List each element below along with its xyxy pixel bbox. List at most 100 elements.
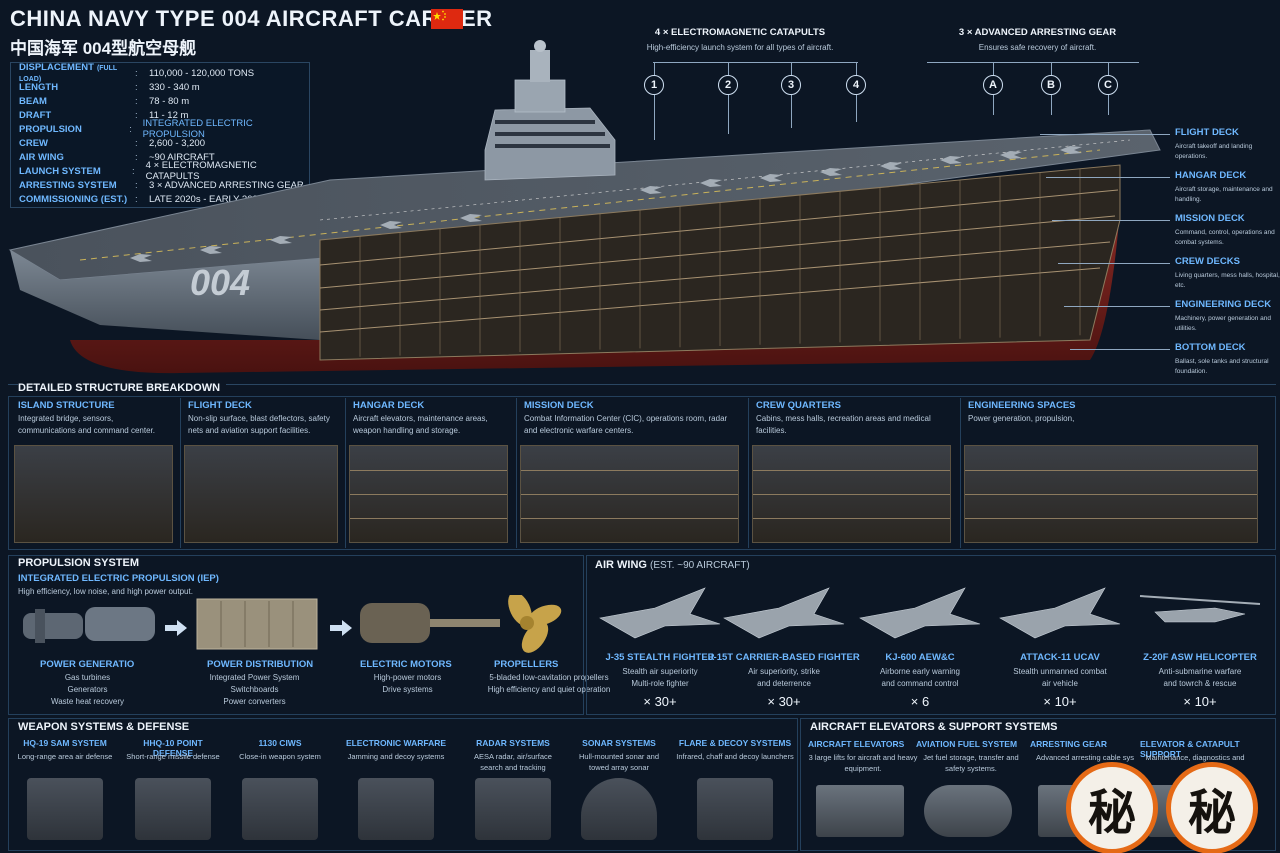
structure-graphic <box>752 445 951 543</box>
catapult-marker: 1 <box>644 75 664 95</box>
weapon-graphic <box>242 778 318 840</box>
deck-label-desc: Living quarters, mess halls, hospital, e… <box>1175 272 1280 289</box>
weapon-name: RADAR SYSTEMS <box>476 738 550 748</box>
propulsion-stage-line: Generators <box>67 685 108 694</box>
air-wing-title: AIR WING <box>595 559 647 571</box>
support-graphic <box>816 785 904 837</box>
structure-item-desc: Combat Information Center (CIC), operati… <box>524 414 728 435</box>
weapon-graphic <box>358 778 434 840</box>
aircraft-count: × 6 <box>910 694 930 709</box>
spec-colon: : <box>132 165 135 177</box>
structure-item-desc: Non-slip surface, blast deflectors, safe… <box>188 414 330 435</box>
arresting-marker: B <box>1041 75 1061 95</box>
spec-key: ARRESTING SYSTEM <box>19 180 135 191</box>
propulsion-desc: High efficiency, low noise, and high pow… <box>18 587 193 596</box>
aircraft-name: J-35 STEALTH FIGHTER <box>605 652 715 663</box>
deck-level-line <box>753 494 950 495</box>
deck-aircraft <box>1060 146 1082 154</box>
aircraft-count: × 30+ <box>643 694 677 709</box>
spec-key-text: CREW <box>19 137 49 149</box>
deck-level-line <box>965 494 1257 495</box>
support-desc: Advanced arresting cable sys <box>1036 753 1134 762</box>
catapults-title: 4 × ELECTROMAGNETIC CATAPULTS <box>654 27 826 38</box>
marker-line <box>654 95 655 140</box>
marker-line <box>728 62 729 76</box>
spec-row: LENGTH:330 - 340 m <box>19 80 309 94</box>
support-name: ARRESTING GEAR <box>1030 739 1107 749</box>
structure-item-name: ISLAND STRUCTURE <box>18 400 115 411</box>
weapon-name: ELECTRONIC WARFARE <box>345 738 447 748</box>
spec-row: COMMISSIONING (EST.):LATE 2020s - EARLY … <box>19 192 309 206</box>
aircraft-desc: Stealth air superiority <box>622 667 698 676</box>
spec-value: 330 - 340 m <box>149 81 200 93</box>
motor-graphic <box>360 603 500 643</box>
weapon-desc: AESA radar, air/surface search and track… <box>474 752 552 772</box>
spec-value: ~90 AIRCRAFT <box>149 151 215 163</box>
propulsion-stage-line: Power converters <box>223 697 286 706</box>
weapon-desc: Hull-mounted sonar and towed array sonar <box>578 752 660 772</box>
spec-colon: : <box>135 67 138 79</box>
hull-side <box>10 250 420 350</box>
divider <box>180 398 181 548</box>
aircraft-desc: and towrch & rescue <box>1163 679 1237 688</box>
weapons-title: WEAPON SYSTEMS & DEFENSE <box>18 721 190 733</box>
deck-level-line <box>965 518 1257 519</box>
spec-value: INTEGRATED ELECTRIC PROPULSION <box>142 118 253 140</box>
deck-label-name: CREW DECKS <box>1175 256 1240 267</box>
aircraft-icon <box>599 587 721 639</box>
weapon-name: 1130 CIWS <box>258 738 302 748</box>
support-desc: 3 large lifts for aircraft and heavy equ… <box>808 753 918 773</box>
propulsion-stage-name: PROPELLERS <box>494 659 559 670</box>
weapon-desc: Short-range missile defense <box>126 752 220 761</box>
island-superstructure <box>484 40 616 181</box>
deck-label-name: MISSION DECK <box>1175 213 1245 224</box>
spec-colon: : <box>135 95 138 107</box>
catapult-marker: 4 <box>846 75 866 95</box>
marker-line <box>1051 62 1052 76</box>
deck-aircraft <box>760 174 782 182</box>
structure-item-desc: Cabins, mess halls, recreation areas and… <box>756 414 931 435</box>
deck-level-line <box>965 470 1257 471</box>
structure-item-name: CREW QUARTERS <box>756 400 841 411</box>
weapon-name: FLARE & DECOY SYSTEMS <box>678 738 792 748</box>
carrier-cutaway-illustration: 004 <box>8 40 1161 374</box>
weapon-desc: Close-in weapon system <box>239 752 321 761</box>
marker-line <box>1108 62 1109 76</box>
propulsion-stage-name: ELECTRIC MOTORS <box>360 659 452 670</box>
spec-row: CREW:2,600 - 3,200 <box>19 136 309 150</box>
propulsion-stage-line: Gas turbines <box>64 673 111 682</box>
arresting-desc: Ensures safe recovery of aircraft. <box>978 43 1097 52</box>
arresting-marker: A <box>983 75 1003 95</box>
spec-key-text: BEAM <box>19 95 47 107</box>
spec-value: 4 × ELECTROMAGNETIC CATAPULTS <box>145 160 257 182</box>
propulsion-stage-line: Waste heat recovery <box>50 697 125 706</box>
marker-line <box>1051 95 1052 115</box>
deck-label-name: BOTTOM DECK <box>1175 342 1246 353</box>
weapon-graphic <box>27 778 103 840</box>
propulsion-panel <box>8 555 584 715</box>
spec-row: PROPULSION:INTEGRATED ELECTRIC PROPULSIO… <box>19 118 309 140</box>
deck-level-line <box>521 518 738 519</box>
deck-aircraft <box>940 156 962 164</box>
aircraft-count: × 10+ <box>1183 694 1217 709</box>
weapon-desc: Infrared, chaff and decoy launchers <box>676 752 794 761</box>
structure-graphic <box>184 445 338 543</box>
structure-item-desc: Integrated bridge, sensors, communicatio… <box>18 414 155 435</box>
marker-line <box>791 62 792 76</box>
deck-aircraft <box>880 162 902 170</box>
propeller-graphic <box>508 595 562 653</box>
deck-aircraft <box>700 179 722 187</box>
deck-aircraft <box>460 214 482 222</box>
structure-item-name: FLIGHT DECK <box>188 400 252 411</box>
aircraft-desc: Stealth unmanned combat <box>1013 667 1107 676</box>
spec-key: BEAM <box>19 96 135 107</box>
catapult-marker: 3 <box>781 75 801 95</box>
structure-panel <box>8 396 1276 550</box>
structure-title: DETAILED STRUCTURE BREAKDOWN <box>18 382 227 394</box>
spec-row: DISPLACEMENT(FULL LOAD):110,000 - 120,00… <box>19 62 309 83</box>
spec-key-text: DISPLACEMENT <box>19 62 94 73</box>
deck-label-desc: Ballast, sole tanks and structural found… <box>1175 358 1269 375</box>
spec-row: AIR WING:~90 AIRCRAFT <box>19 150 309 164</box>
weapon-desc: Jamming and decoy systems <box>347 752 445 761</box>
weapon-name: SONAR SYSTEMS <box>582 738 656 748</box>
